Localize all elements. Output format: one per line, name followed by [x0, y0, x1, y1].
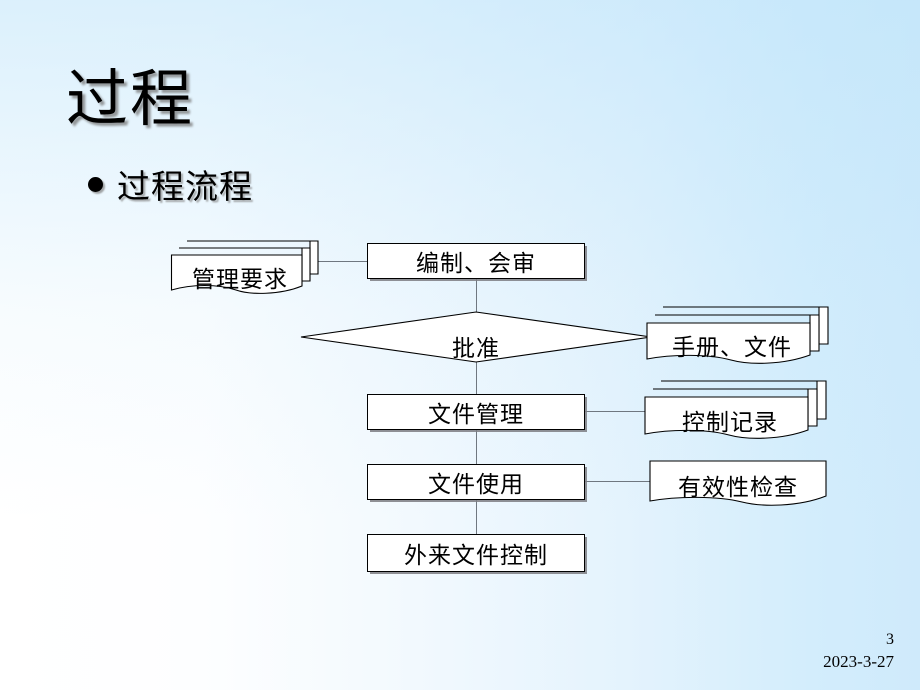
flow-node-guanli-yaoqiu[interactable]: 管理要求 — [170, 238, 320, 296]
connector-bianzhi-to-pizhun — [476, 278, 477, 312]
multidocument-shape-icon — [646, 306, 829, 364]
page-title: 过程 — [66, 66, 195, 134]
connector-wenjianshiyong-to-wailai — [476, 499, 477, 534]
flow-node-label: 有效性检查 — [678, 475, 798, 500]
bullet-list-item: 过程流程 — [88, 160, 253, 208]
diamond-shape-icon — [300, 311, 652, 363]
flow-node-wenjian-guanli[interactable]: 文件管理 — [367, 394, 585, 430]
flow-node-label: 外来文件控制 — [404, 543, 548, 568]
flow-node-label: 控制记录 — [682, 410, 778, 435]
flow-node-label: 文件使用 — [428, 472, 524, 497]
page-number: 3 — [886, 631, 894, 648]
bullet-dot-icon — [88, 176, 103, 192]
flow-node-shouce-wenjian[interactable]: 手册、文件 — [645, 304, 830, 366]
slide-date: 2023-3-27 — [823, 652, 894, 671]
connector-wenjianshiyong-to-youxiaoxing — [585, 481, 650, 482]
flow-node-kongzhi-jilu[interactable]: 控制记录 — [643, 379, 828, 441]
multidocument-shape-icon — [170, 240, 319, 294]
flow-node-label: 批准 — [452, 336, 500, 361]
connector-wenjianguanli-to-kongzhijilu — [585, 411, 646, 412]
connector-guanli-to-bianzhi — [314, 261, 367, 262]
multidocument-shape-icon — [644, 380, 827, 439]
flow-node-youxiaoxing[interactable]: 有效性检查 — [648, 459, 828, 509]
connector-pizhun-to-wenjianguanli — [476, 362, 477, 395]
flow-node-label: 手册、文件 — [672, 335, 792, 360]
flow-node-label: 编制、会审 — [416, 251, 536, 276]
flow-node-label: 文件管理 — [428, 402, 524, 427]
connector-wenjianguanli-to-wenjianshiyong — [476, 429, 477, 464]
bullet-item-label: 过程流程 — [117, 170, 253, 206]
flow-node-bianzhi-huishen[interactable]: 编制、会审 — [367, 243, 585, 279]
flow-node-pizhun[interactable]: 批准 — [300, 311, 652, 363]
flow-node-wailai-kongzhi[interactable]: 外来文件控制 — [367, 534, 585, 572]
flow-node-label: 管理要求 — [192, 267, 288, 292]
flow-node-wenjian-shiyong[interactable]: 文件使用 — [367, 464, 585, 500]
document-shape-icon — [649, 460, 827, 506]
